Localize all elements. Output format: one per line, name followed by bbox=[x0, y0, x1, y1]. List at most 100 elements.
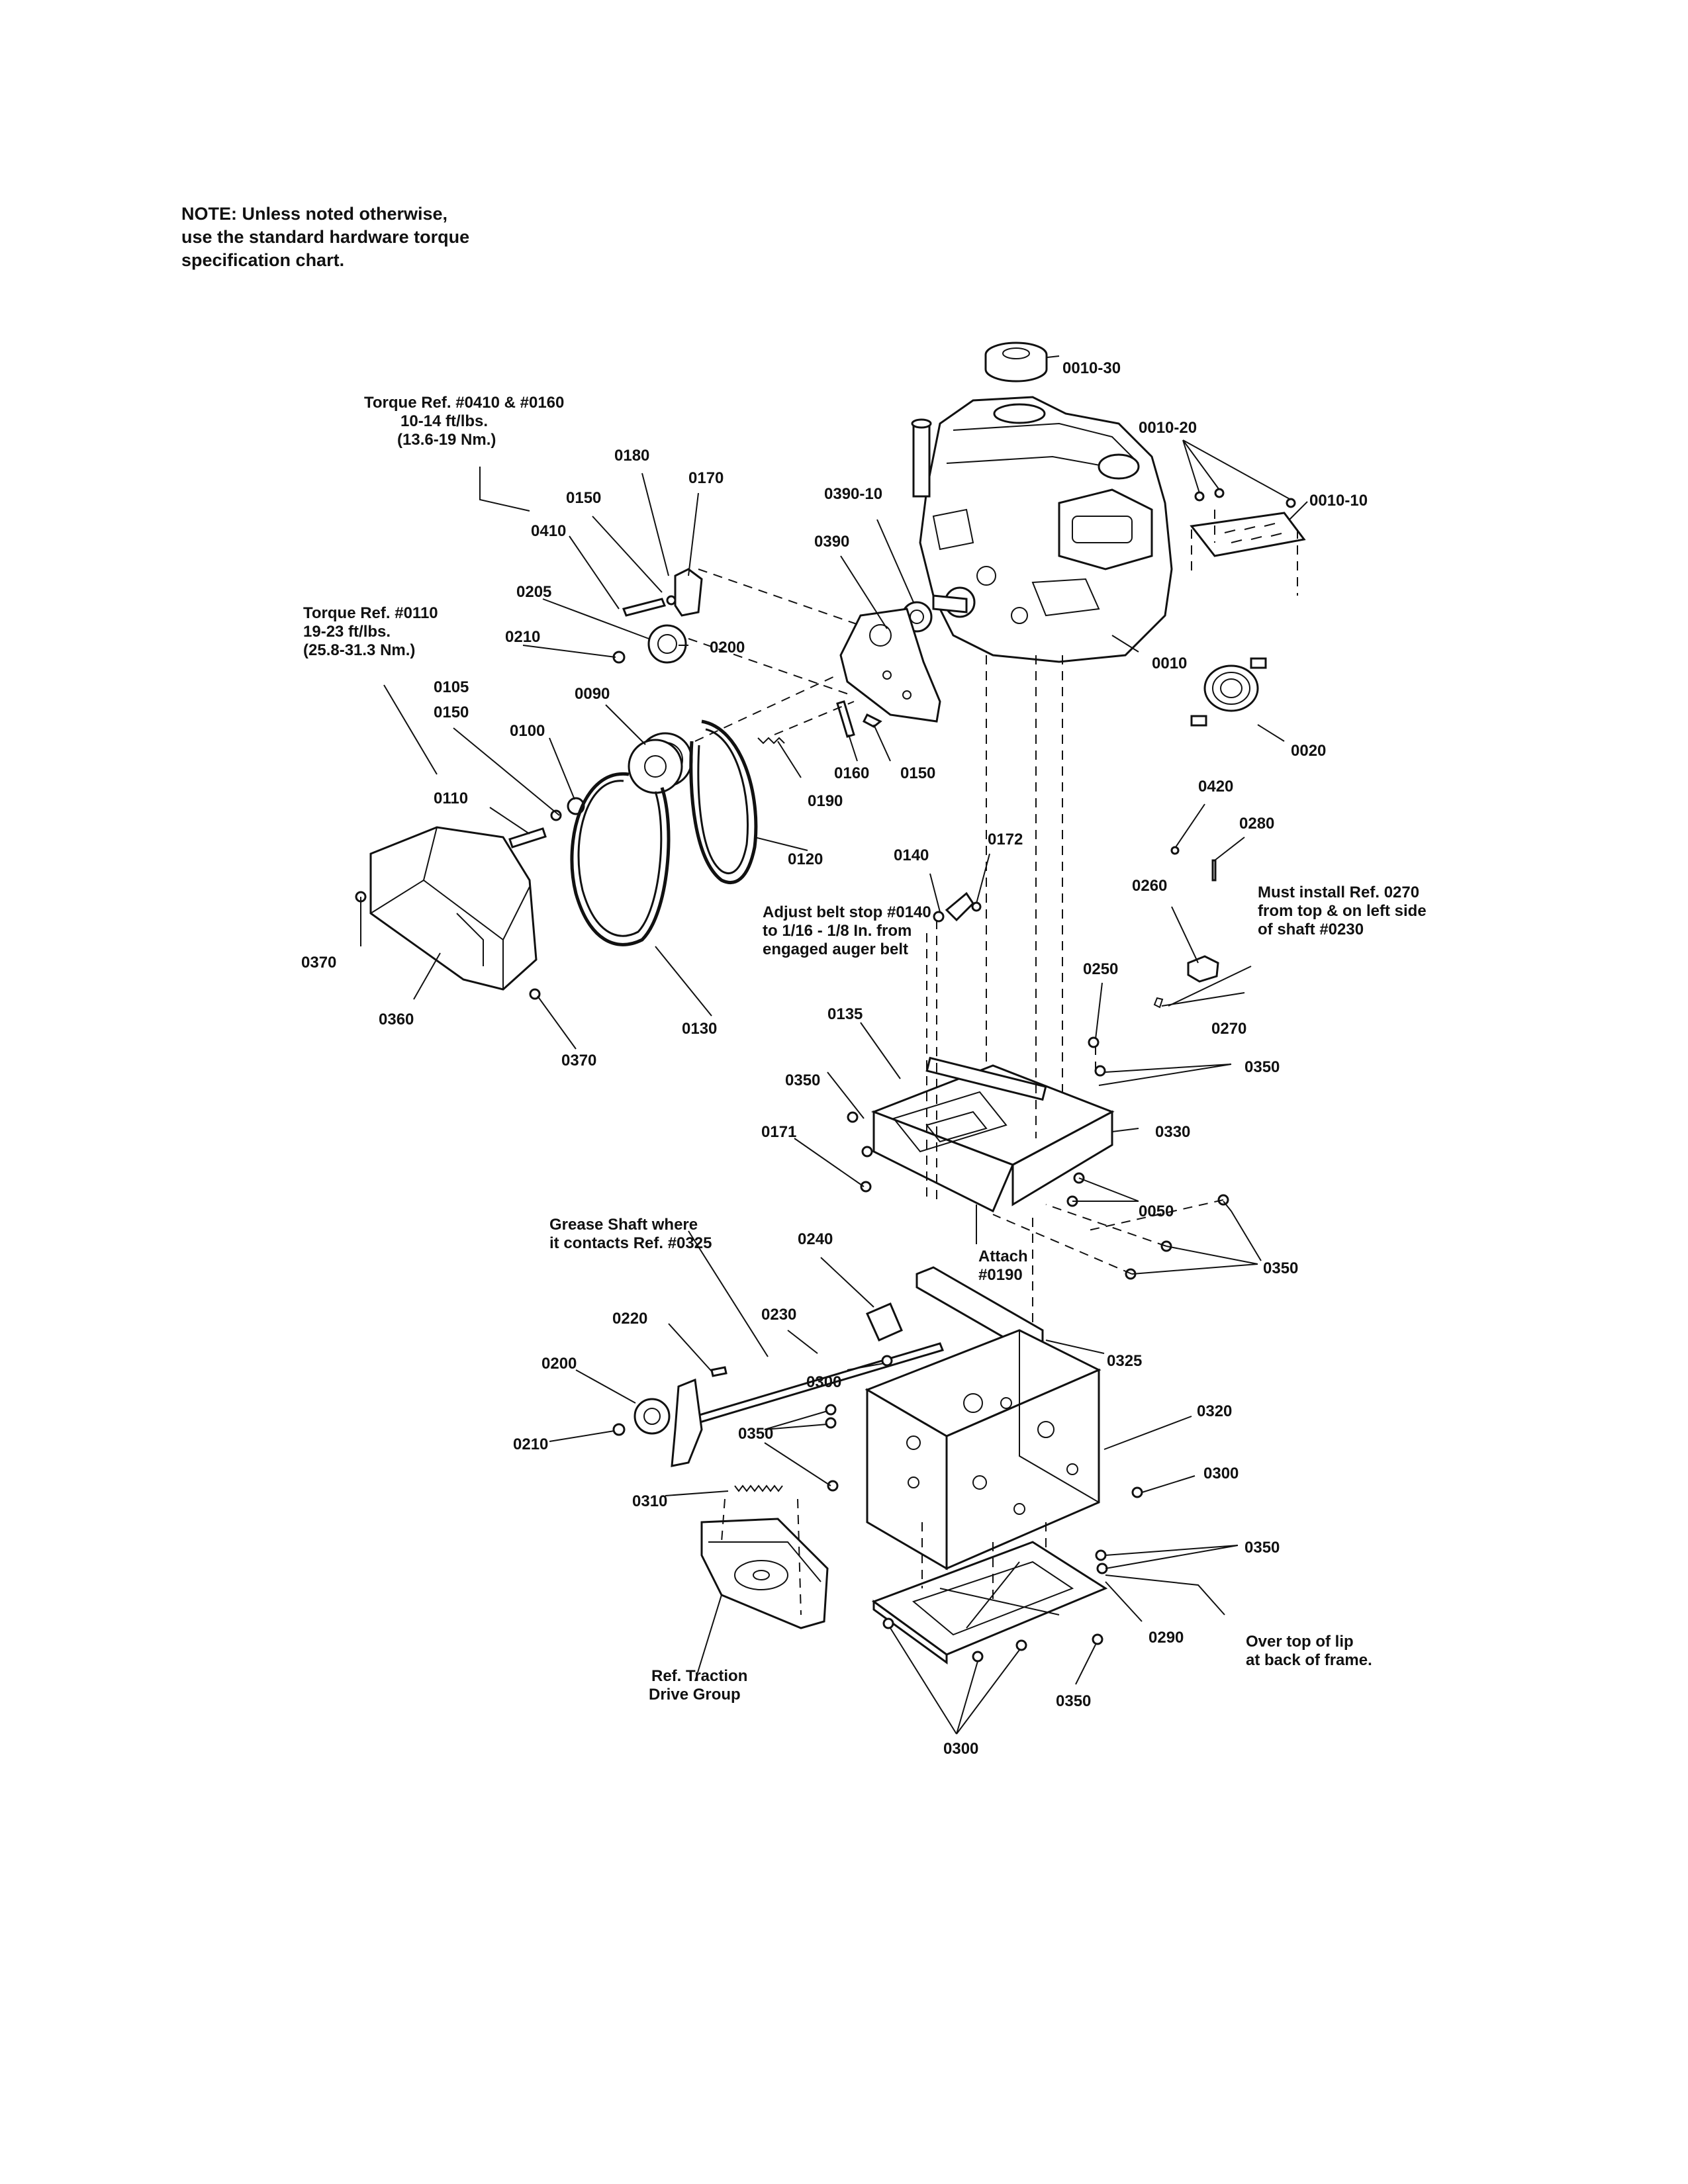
part-label: 0150 bbox=[566, 489, 601, 507]
grease-line-2: it contacts Ref. #0325 bbox=[549, 1234, 712, 1252]
screw-part bbox=[1095, 1549, 1107, 1561]
part-label: 0260 bbox=[1132, 877, 1167, 895]
torque-0110-line-2: 19-23 ft/lbs. bbox=[303, 623, 391, 641]
bracket-part bbox=[674, 568, 703, 617]
part-label: 0350 bbox=[1244, 1539, 1280, 1557]
belt-stop-part bbox=[945, 891, 974, 922]
traction-line-2: Drive Group bbox=[649, 1686, 741, 1704]
screw-part bbox=[972, 1651, 984, 1662]
part-label: 0200 bbox=[710, 639, 745, 657]
part-label: 0090 bbox=[575, 685, 610, 703]
over-lip-line-2: at back of frame. bbox=[1246, 1651, 1372, 1669]
part-label: 0390-10 bbox=[824, 485, 882, 503]
bushing-part bbox=[1187, 955, 1219, 983]
screw-part bbox=[861, 1146, 873, 1158]
part-label: 0135 bbox=[827, 1005, 863, 1023]
note-line-3: specification chart. bbox=[181, 250, 345, 270]
nut-part bbox=[971, 901, 982, 912]
part-label: 0240 bbox=[798, 1230, 833, 1248]
leader-lines bbox=[360, 355, 1308, 1735]
spring-part bbox=[734, 1484, 783, 1492]
screw-part bbox=[1131, 1486, 1143, 1498]
bolt-part bbox=[863, 713, 882, 728]
torque-0410-line-3: (13.6-19 Nm.) bbox=[397, 431, 496, 449]
part-label: 0010 bbox=[1152, 655, 1187, 672]
part-label: 0172 bbox=[988, 831, 1023, 848]
part-label: 0020 bbox=[1291, 742, 1326, 760]
screw-part bbox=[1096, 1563, 1108, 1574]
electric-starter-cord-part bbox=[1190, 657, 1267, 727]
part-label: 0150 bbox=[900, 764, 935, 782]
grease-line-1: Grease Shaft where bbox=[549, 1216, 698, 1234]
belt-stop-line-1: Adjust belt stop #0140 bbox=[763, 903, 931, 921]
screw-part bbox=[622, 598, 667, 617]
belt-cover-part bbox=[369, 826, 538, 991]
part-label: 0360 bbox=[379, 1011, 414, 1028]
part-label: 0290 bbox=[1149, 1629, 1184, 1647]
alignment-lines bbox=[688, 510, 1298, 1615]
screw-part bbox=[710, 1366, 727, 1377]
torque-0110-line-3: (25.8-31.3 Nm.) bbox=[303, 641, 415, 659]
bolt-part bbox=[508, 827, 547, 848]
part-label: 0210 bbox=[513, 1435, 548, 1453]
lockwasher-part bbox=[550, 809, 562, 821]
part-label: 0105 bbox=[434, 678, 469, 696]
part-label: 0171 bbox=[761, 1123, 796, 1141]
screw-part bbox=[882, 1617, 894, 1629]
screws-part bbox=[1194, 488, 1296, 508]
idler-pulley-part bbox=[612, 624, 687, 664]
screw-part bbox=[825, 1417, 837, 1429]
part-label: 0350 bbox=[785, 1071, 820, 1089]
page-note: NOTE: Unless noted otherwise, use the st… bbox=[181, 203, 579, 272]
clip-part bbox=[1153, 997, 1164, 1009]
pin-part bbox=[1211, 859, 1217, 882]
part-label: 0370 bbox=[561, 1052, 596, 1069]
part-label: 0350 bbox=[1244, 1058, 1280, 1076]
part-label: 0210 bbox=[505, 628, 540, 646]
engine-pulley-part bbox=[628, 732, 693, 794]
part-label: 0280 bbox=[1239, 815, 1274, 833]
part-label: 0350 bbox=[1056, 1692, 1091, 1710]
screw-part bbox=[825, 1404, 837, 1416]
bottom-plate-part bbox=[871, 1541, 1108, 1664]
drive-belt-part bbox=[689, 719, 758, 884]
must-install-line-3: of shaft #0230 bbox=[1258, 921, 1364, 938]
part-label: 0270 bbox=[1211, 1020, 1246, 1038]
screw-part bbox=[847, 1111, 859, 1123]
torque-0410-line-2: 10-14 ft/lbs. bbox=[400, 412, 488, 430]
engine-shaft-part bbox=[932, 594, 968, 614]
part-label: 0150 bbox=[434, 704, 469, 721]
part-label: 0190 bbox=[808, 792, 843, 810]
over-lip-line-1: Over top of lip bbox=[1246, 1633, 1354, 1651]
part-label: 0170 bbox=[688, 469, 724, 487]
screw-part bbox=[1015, 1639, 1027, 1651]
must-install-line-2: from top & on left side bbox=[1258, 902, 1427, 920]
part-label: 0350 bbox=[1263, 1259, 1298, 1277]
note-line-1: NOTE: Unless noted otherwise, bbox=[181, 204, 448, 224]
part-label: 0120 bbox=[788, 850, 823, 868]
must-install-line-1: Must install Ref. 0270 bbox=[1258, 884, 1419, 901]
torque-0110-line-1: Torque Ref. #0110 bbox=[303, 604, 438, 622]
part-label: 0300 bbox=[1203, 1465, 1239, 1482]
screw-part bbox=[1092, 1633, 1103, 1645]
part-label: 0420 bbox=[1198, 778, 1233, 796]
engine-body-part bbox=[911, 396, 1173, 663]
idler-pulley-part bbox=[633, 1398, 671, 1435]
pulley-belt-area bbox=[355, 568, 1219, 1048]
part-label: 0160 bbox=[834, 764, 869, 782]
part-label: 0325 bbox=[1107, 1352, 1142, 1370]
nut-part bbox=[1088, 1036, 1100, 1048]
idler-arm-part bbox=[671, 1378, 703, 1467]
bolt-part bbox=[836, 700, 855, 738]
main-frame-part bbox=[865, 1329, 1102, 1570]
part-label: 0205 bbox=[516, 583, 551, 601]
screw-part bbox=[827, 1480, 839, 1492]
part-label: 0050 bbox=[1139, 1203, 1174, 1220]
part-label: 0310 bbox=[632, 1492, 667, 1510]
part-label: 0010-10 bbox=[1309, 492, 1368, 510]
part-label: 0100 bbox=[510, 722, 545, 740]
part-label: 0010-30 bbox=[1062, 359, 1121, 377]
part-label: 0320 bbox=[1197, 1402, 1232, 1420]
part-label: 0390 bbox=[814, 533, 849, 551]
